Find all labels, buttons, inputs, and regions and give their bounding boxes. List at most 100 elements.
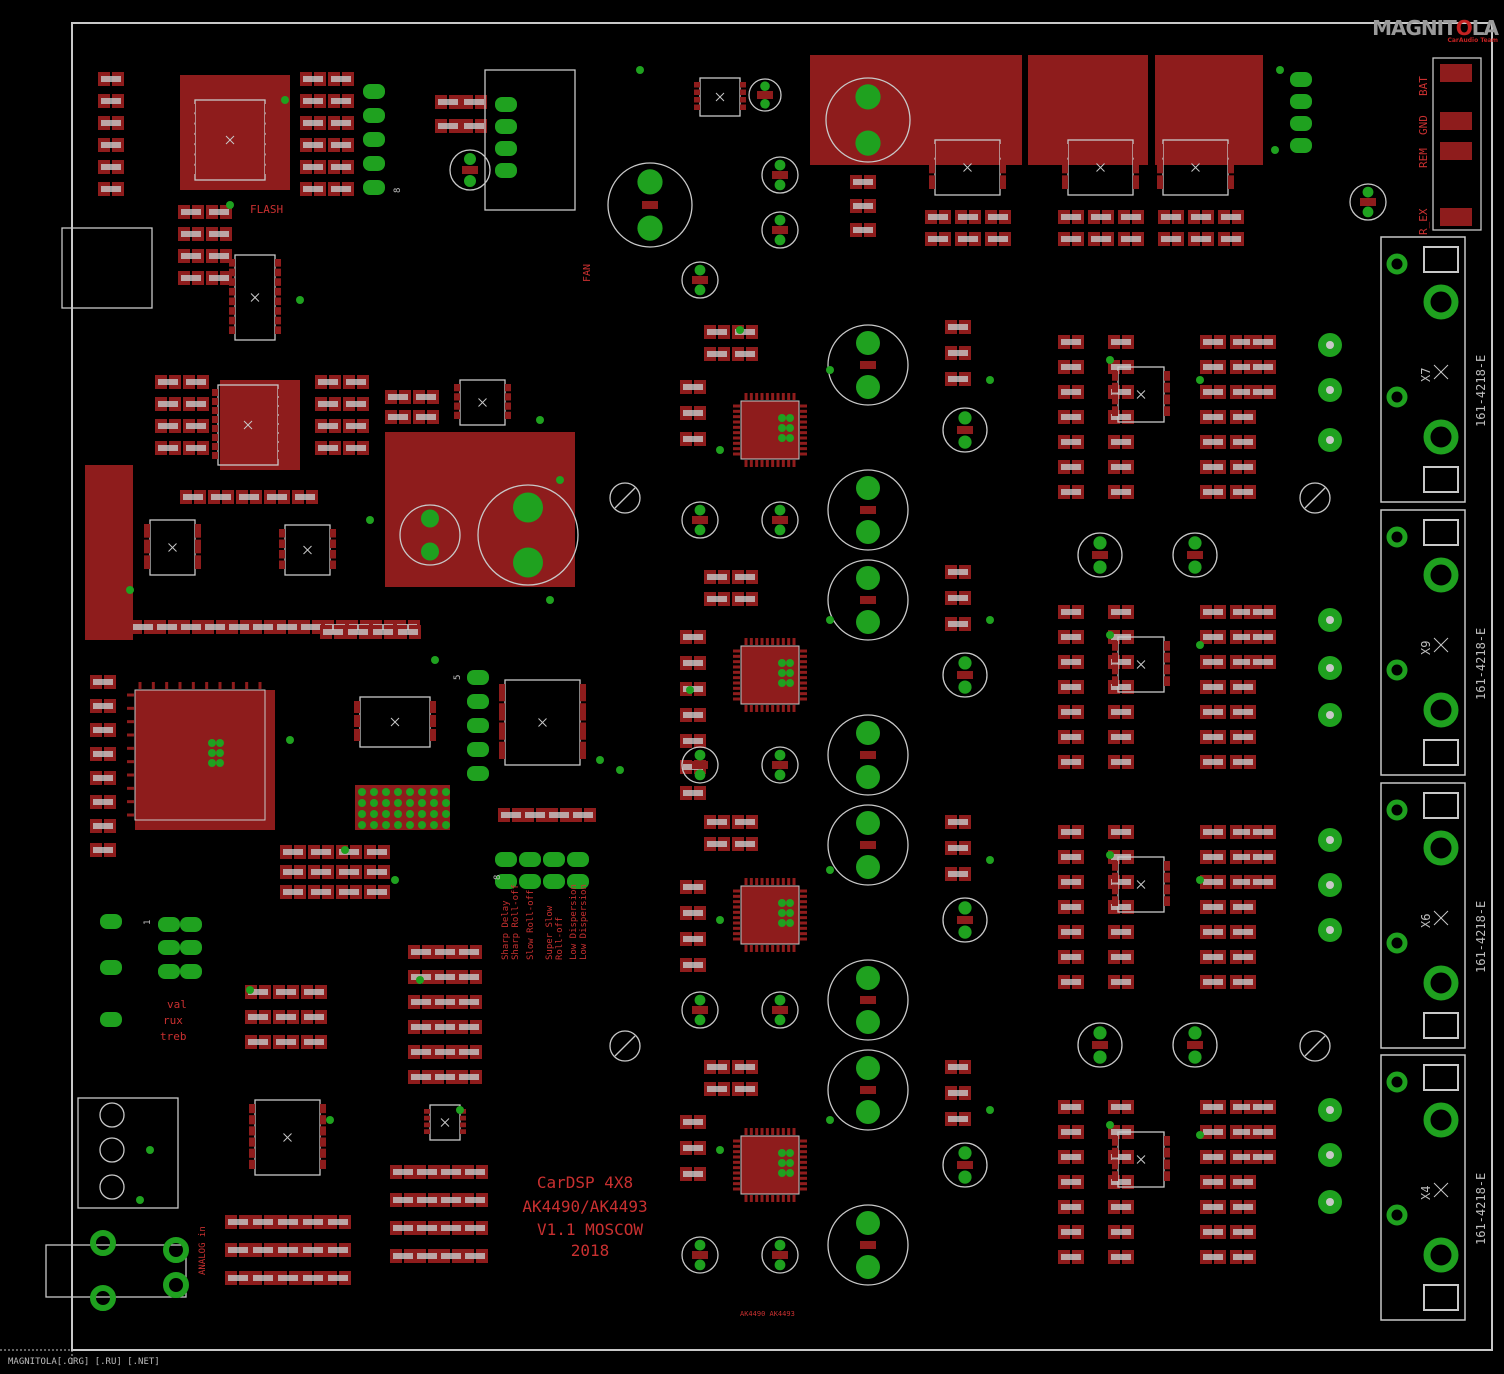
smd-part — [1250, 1125, 1276, 1139]
via — [146, 1146, 154, 1154]
smd-part — [1200, 630, 1226, 644]
header-pin — [495, 163, 517, 178]
smd-part — [945, 617, 971, 631]
smd-part — [1250, 655, 1276, 669]
smd-part — [1230, 950, 1256, 964]
smd-part — [274, 620, 300, 634]
capacitor — [827, 324, 909, 406]
smd-part — [300, 116, 326, 130]
smd-part — [1200, 1150, 1226, 1164]
smd-part — [1058, 705, 1084, 719]
smd-part — [945, 841, 971, 855]
smd-part — [385, 410, 411, 424]
smd-part — [155, 441, 181, 455]
capacitor — [607, 162, 693, 248]
smd-part — [680, 406, 706, 420]
smd-part — [154, 620, 180, 634]
smd-part — [300, 1271, 326, 1285]
smd-part — [435, 95, 461, 109]
ic-chip — [279, 524, 336, 576]
smd-part — [315, 419, 341, 433]
smd-part — [1058, 975, 1084, 989]
smd-part — [178, 249, 204, 263]
smd-part — [336, 865, 362, 879]
smd-part — [1108, 1200, 1134, 1214]
via — [596, 756, 604, 764]
smd-part — [1230, 680, 1256, 694]
via — [391, 876, 399, 884]
smd-part — [183, 375, 209, 389]
smd-part — [704, 1082, 730, 1096]
smd-part — [945, 1112, 971, 1126]
smd-part — [90, 699, 116, 713]
via — [286, 736, 294, 744]
smd-part — [178, 205, 204, 219]
smd-part — [413, 410, 439, 424]
smd-part — [292, 490, 318, 504]
jp-number-4: 8 — [493, 875, 503, 880]
smd-part — [90, 771, 116, 785]
smd-part — [955, 210, 981, 224]
header-pin — [495, 874, 517, 889]
smd-part — [1108, 1100, 1134, 1114]
smd-part — [1058, 1225, 1084, 1239]
smd-part — [1058, 655, 1084, 669]
header-pin — [467, 718, 489, 733]
smd-part — [462, 1249, 488, 1263]
smd-part — [1218, 232, 1244, 246]
smd-part — [1230, 705, 1256, 719]
capacitor — [827, 714, 909, 796]
smd-part — [680, 786, 706, 800]
power-label-gnd: GND — [1417, 115, 1430, 135]
smd-part — [850, 199, 876, 213]
smd-part — [1058, 1175, 1084, 1189]
smd-part — [522, 808, 548, 822]
board-title: CarDSP 4X8 AK4490/AK4493 V1.1 MOSCOW 201… — [522, 1173, 647, 1260]
smd-part — [1200, 705, 1226, 719]
smd-part — [438, 1249, 464, 1263]
capacitor — [827, 804, 909, 886]
smd-part — [1058, 950, 1084, 964]
smd-part — [1088, 232, 1114, 246]
smd-part — [1188, 232, 1214, 246]
header-pin — [158, 964, 180, 979]
smd-part — [462, 1221, 488, 1235]
capacitor — [761, 211, 799, 249]
dac-chip — [733, 638, 807, 712]
smd-part — [456, 970, 482, 984]
smd-part — [385, 390, 411, 404]
smd-part — [1108, 950, 1134, 964]
smd-part — [328, 138, 354, 152]
smd-part — [1058, 850, 1084, 864]
header-pin — [467, 670, 489, 685]
ic-chip — [1112, 856, 1170, 913]
dip-label-4: Super Slow — [545, 905, 555, 960]
smd-part — [1108, 975, 1134, 989]
smd-part — [343, 419, 369, 433]
via — [716, 1146, 724, 1154]
smd-part — [945, 1086, 971, 1100]
jp-number-3: 5 — [453, 675, 463, 680]
smd-part — [206, 227, 232, 241]
smd-part — [414, 1165, 440, 1179]
smd-part — [945, 372, 971, 386]
smd-part — [1058, 232, 1084, 246]
smd-part — [1230, 435, 1256, 449]
smd-part — [945, 320, 971, 334]
capacitor — [1172, 1022, 1218, 1068]
logo-tagline: CarAudio Team — [1447, 37, 1498, 44]
smd-part — [1250, 630, 1276, 644]
smd-part — [498, 808, 524, 822]
smd-part — [90, 819, 116, 833]
smd-part — [343, 441, 369, 455]
ic-chip — [249, 1099, 326, 1176]
capacitor — [761, 746, 799, 784]
smd-part — [1188, 210, 1214, 224]
smd-part — [206, 271, 232, 285]
capacitor — [681, 746, 719, 784]
smd-part — [1218, 210, 1244, 224]
capacitor — [761, 156, 799, 194]
smd-part — [438, 1165, 464, 1179]
power-terminal: BAT GND REM R_EX — [1417, 57, 1482, 235]
